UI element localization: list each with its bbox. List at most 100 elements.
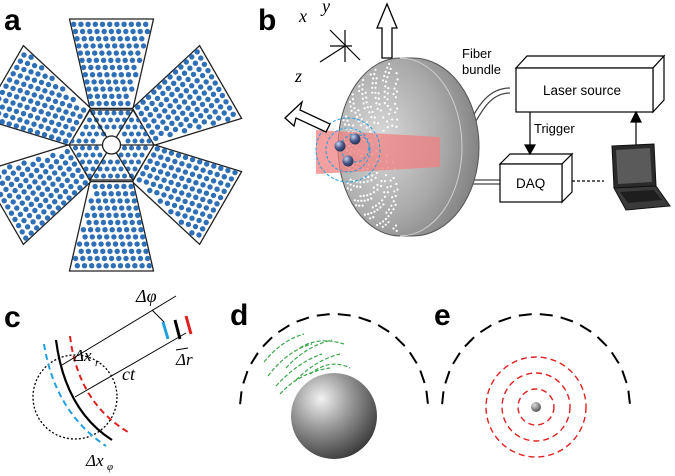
detector-dot bbox=[117, 36, 123, 42]
detector-dot bbox=[87, 93, 93, 100]
detector-dot bbox=[117, 263, 124, 269]
dome-dot bbox=[371, 206, 374, 209]
detector-dot bbox=[115, 57, 121, 63]
detector-dot bbox=[35, 185, 42, 191]
detector-dot bbox=[139, 152, 145, 158]
detector-dot bbox=[113, 212, 119, 218]
detector-dot bbox=[0, 191, 4, 198]
detector-dot bbox=[52, 128, 58, 134]
detector-segment bbox=[296, 316, 310, 323]
detector-dot bbox=[50, 181, 56, 187]
detector-dot bbox=[6, 121, 12, 127]
detector-dot bbox=[84, 241, 90, 247]
detector-dot bbox=[45, 111, 51, 117]
detector-dot bbox=[35, 156, 42, 162]
detector-dot bbox=[226, 105, 233, 111]
detector-dot bbox=[186, 192, 192, 198]
dome-dot bbox=[393, 87, 396, 90]
detector-dot bbox=[105, 79, 112, 85]
detector-dot bbox=[38, 79, 45, 86]
detector-dot bbox=[216, 115, 222, 121]
detector-dot bbox=[201, 61, 208, 68]
detector-dot bbox=[181, 128, 188, 134]
detector-dot bbox=[228, 176, 235, 182]
detector-dot bbox=[207, 114, 213, 120]
detector-dot bbox=[83, 166, 89, 172]
detector-segment bbox=[579, 324, 592, 333]
detector-dot bbox=[68, 155, 74, 161]
detector-dot bbox=[76, 138, 82, 144]
dome-dot bbox=[392, 227, 395, 230]
dome-dot bbox=[346, 119, 349, 122]
detector-dot bbox=[169, 120, 175, 127]
dome-back-rim bbox=[399, 57, 463, 237]
arc-black-solid bbox=[54, 339, 113, 441]
detector-dot bbox=[91, 212, 98, 218]
detector-dot bbox=[83, 152, 89, 158]
dome-dot bbox=[382, 220, 385, 223]
dome-dot bbox=[342, 119, 345, 122]
dome-dot bbox=[391, 118, 394, 121]
detector-dot bbox=[99, 50, 105, 56]
detector-dot bbox=[38, 65, 45, 71]
detector-dot bbox=[180, 81, 186, 88]
dome-dot bbox=[365, 121, 369, 124]
dome-dot bbox=[387, 215, 390, 218]
detector-dot bbox=[13, 94, 20, 100]
panel-label-b: b bbox=[258, 4, 276, 37]
dome-dot bbox=[371, 174, 374, 177]
detector-dot bbox=[164, 185, 171, 192]
detector-dot bbox=[136, 57, 143, 63]
detector-segment bbox=[408, 351, 418, 364]
detector-dot bbox=[210, 192, 217, 199]
detector-dot bbox=[196, 95, 202, 101]
detector-dot bbox=[225, 167, 231, 174]
laser-source-label: Laser source bbox=[543, 83, 621, 98]
detector-dot bbox=[24, 224, 31, 230]
detector-dot bbox=[89, 234, 96, 240]
dome-dot bbox=[372, 216, 375, 219]
detector-dot bbox=[28, 172, 34, 179]
detector-dot bbox=[44, 186, 51, 192]
detector-segment bbox=[250, 352, 259, 365]
dome-dot bbox=[371, 110, 374, 114]
delta-phi-pointer bbox=[151, 309, 165, 323]
detector-dot bbox=[31, 77, 38, 83]
detector-dot bbox=[42, 88, 48, 94]
detector-dot bbox=[87, 117, 92, 123]
detector-dot bbox=[167, 131, 173, 138]
arc-blue-dashed bbox=[43, 343, 107, 447]
panel-label-a: a bbox=[4, 4, 21, 37]
small-absorber-sphere bbox=[531, 402, 541, 412]
detector-dot bbox=[19, 229, 25, 235]
detector-element-blue bbox=[161, 321, 170, 340]
detector-dot bbox=[200, 182, 206, 188]
dome-dot bbox=[396, 78, 399, 81]
dome-dot bbox=[361, 97, 364, 100]
detector-dot bbox=[123, 255, 129, 262]
detector-dot bbox=[122, 173, 127, 179]
detector-dot bbox=[112, 43, 118, 49]
detector-dot bbox=[203, 79, 209, 85]
detector-dot bbox=[169, 91, 175, 98]
dome-dot bbox=[376, 224, 379, 227]
dome-dot bbox=[369, 73, 372, 76]
detector-dot bbox=[96, 100, 102, 107]
detector-dot bbox=[161, 162, 167, 169]
detector-dot bbox=[150, 166, 157, 173]
detector-dot bbox=[108, 191, 114, 197]
detector-dot bbox=[197, 159, 203, 165]
detector-dot bbox=[147, 187, 153, 194]
dome-dot bbox=[384, 217, 387, 221]
detector-dot bbox=[59, 115, 66, 121]
detector-dot bbox=[79, 57, 85, 63]
detector-dot bbox=[25, 166, 31, 172]
detector-dot bbox=[154, 190, 160, 196]
detector-dot bbox=[70, 96, 76, 103]
detector-dot bbox=[34, 115, 41, 121]
detector-dot bbox=[132, 166, 138, 172]
detector-dot bbox=[154, 175, 160, 181]
detector-dot bbox=[175, 181, 181, 188]
detector-dot bbox=[89, 263, 95, 269]
detector-dot bbox=[182, 198, 188, 205]
